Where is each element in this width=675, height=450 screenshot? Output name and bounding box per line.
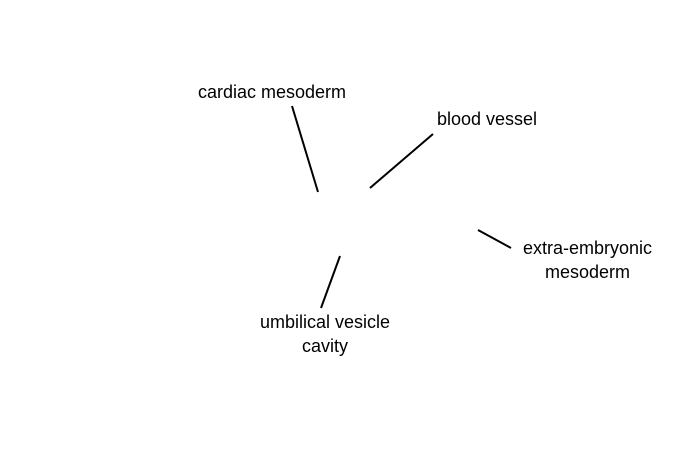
leader-line-cardiac-mesoderm	[291, 105, 319, 193]
label-umbilical-vesicle-cavity-line-1: umbilical vesicle	[259, 312, 391, 332]
label-umbilical-vesicle-cavity: umbilical vesicle cavity	[230, 310, 420, 358]
leader-line-blood-vessel	[369, 133, 434, 189]
label-blood-vessel-line-1: blood vessel	[436, 109, 538, 129]
label-cardiac-mesoderm-line-1: cardiac mesoderm	[197, 82, 347, 102]
leader-line-umbilical-vesicle-cavity	[320, 255, 341, 309]
label-extra-embryonic-mesoderm-line-2: mesoderm	[544, 262, 631, 282]
leader-line-extra-embryonic-mesoderm	[477, 229, 512, 249]
label-extra-embryonic-mesoderm-line-1: extra-embryonic	[522, 238, 653, 258]
label-umbilical-vesicle-cavity-line-2: cavity	[301, 336, 348, 356]
label-cardiac-mesoderm: cardiac mesoderm	[182, 80, 362, 104]
label-extra-embryonic-mesoderm: extra-embryonic mesoderm	[500, 236, 675, 284]
label-blood-vessel: blood vessel	[412, 107, 562, 131]
